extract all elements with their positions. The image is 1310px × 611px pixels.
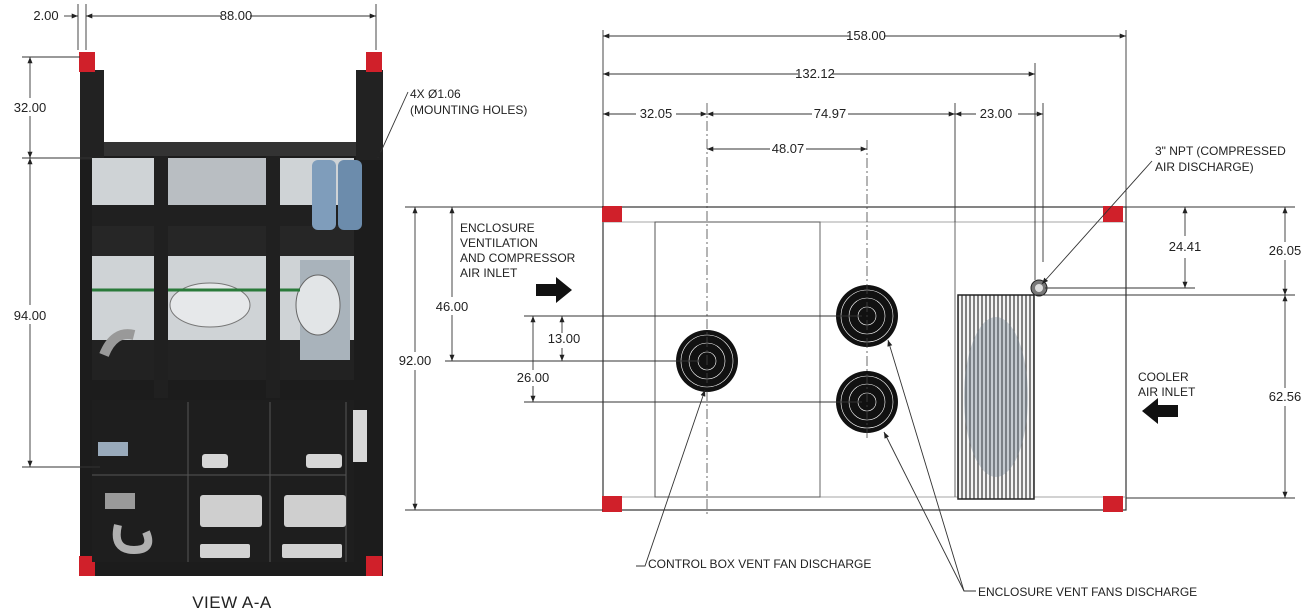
dim-top-32: 32.00 xyxy=(14,100,47,115)
lower-panel-1 xyxy=(200,495,262,527)
compressor-unit xyxy=(295,274,341,336)
corner-tl xyxy=(602,206,622,222)
corner-block-br xyxy=(366,556,382,576)
dim-48-07: 48.07 xyxy=(772,141,805,156)
enclosure-fans-label: ENCLOSURE VENT FANS DISCHARGE xyxy=(978,585,1197,599)
dim-23: 23.00 xyxy=(980,106,1013,121)
air-tank-1 xyxy=(312,160,336,230)
dim-width-88: 88.00 xyxy=(220,8,253,23)
dim-92: 92.00 xyxy=(399,353,432,368)
dim-13: 13.00 xyxy=(548,331,581,346)
left-view: 2.00 88.00 32.00 94.00 4X Ø1.06 (MOUNTIN… xyxy=(14,4,527,611)
right-view: 158.00 132.12 32.05 74.97 23.00 48.07 92… xyxy=(399,28,1302,599)
top-opening xyxy=(104,52,356,142)
cooler-grille xyxy=(957,294,1035,500)
control-box-fan-label: CONTROL BOX VENT FAN DISCHARGE xyxy=(648,557,871,571)
corner-block-bl xyxy=(79,556,95,576)
enclosure-inlet-label-1: ENCLOSURE xyxy=(460,221,535,235)
mounting-holes-label-1: 4X Ø1.06 xyxy=(410,87,461,101)
dim-74-97: 74.97 xyxy=(814,106,847,121)
cooler-arrow-icon xyxy=(1142,398,1178,424)
dim-overall-158: 158.00 xyxy=(846,28,886,43)
npt-label-2: AIR DISCHARGE) xyxy=(1155,160,1254,174)
npt-label-1: 3" NPT (COMPRESSED xyxy=(1155,144,1286,158)
enclosure-inlet-label-2: VENTILATION xyxy=(460,236,538,250)
dim-46: 46.00 xyxy=(436,299,469,314)
dim-26: 26.00 xyxy=(517,370,550,385)
cooler-inlet-label-1: COOLER xyxy=(1138,370,1189,384)
corner-br xyxy=(1103,496,1123,512)
lower-panel-2 xyxy=(284,495,346,527)
enclosure-inlet-label-3: AND COMPRESSOR xyxy=(460,251,576,265)
inlet-arrow-icon xyxy=(536,277,572,303)
corner-block-tl xyxy=(79,52,95,72)
dim-24-41: 24.41 xyxy=(1169,239,1202,254)
corner-bl xyxy=(602,496,622,512)
corner-block-tr xyxy=(366,52,382,72)
cooler-inlet-label-2: AIR INLET xyxy=(1138,385,1196,399)
enclosure-inlet-label-4: AIR INLET xyxy=(460,266,518,280)
dim-height-94: 94.00 xyxy=(14,308,47,323)
dim-offset-2: 2.00 xyxy=(33,8,58,23)
air-tank-2 xyxy=(338,160,362,230)
dim-62-56: 62.56 xyxy=(1269,389,1302,404)
view-title: VIEW A-A xyxy=(192,593,272,611)
mounting-holes-label-2: (MOUNTING HOLES) xyxy=(410,103,527,117)
dim-26-05: 26.05 xyxy=(1269,243,1302,258)
corner-tr xyxy=(1103,206,1123,222)
dim-132: 132.12 xyxy=(795,66,835,81)
dim-32-05: 32.05 xyxy=(640,106,673,121)
